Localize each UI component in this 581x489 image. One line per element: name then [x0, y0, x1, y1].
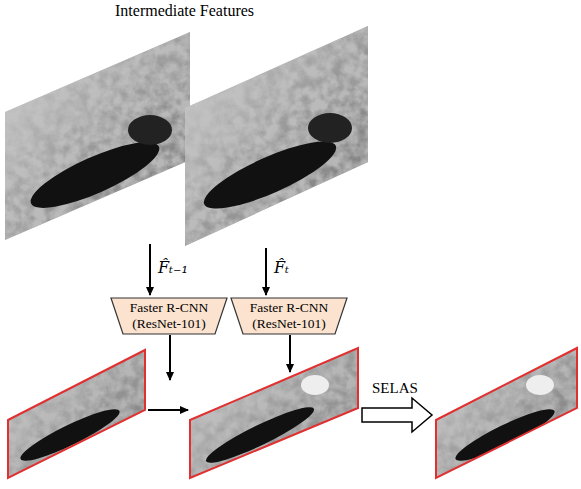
arrow	[169, 335, 171, 380]
block-label: Faster R-CNN (ResNet-101)	[110, 300, 228, 332]
feature-symbol: F̂ₜ₋₁	[158, 258, 188, 277]
feature-map	[0, 20, 200, 250]
red-frame	[190, 348, 358, 478]
detection-output	[185, 340, 365, 485]
arrow	[289, 335, 291, 372]
red-frame	[436, 348, 577, 478]
arrow	[149, 244, 151, 295]
feature-map	[180, 20, 375, 250]
block-label: Faster R-CNN (ResNet-101)	[230, 300, 348, 332]
arrow	[265, 248, 267, 295]
figure-heading: Intermediate Features	[115, 2, 254, 20]
detector-block: Faster R-CNN (ResNet-101)	[230, 297, 348, 335]
trapezoid-shape	[111, 298, 227, 334]
hollow-arrow	[362, 398, 432, 432]
trapezoid-shape	[231, 298, 347, 334]
method-label: SELAS	[372, 380, 418, 397]
detection-output	[430, 340, 581, 485]
detector-block: Faster R-CNN (ResNet-101)	[110, 297, 228, 335]
detection-output	[0, 340, 150, 485]
feature-symbol: F̂ₜ	[274, 258, 289, 277]
arrow	[148, 409, 188, 411]
red-frame	[8, 350, 145, 478]
